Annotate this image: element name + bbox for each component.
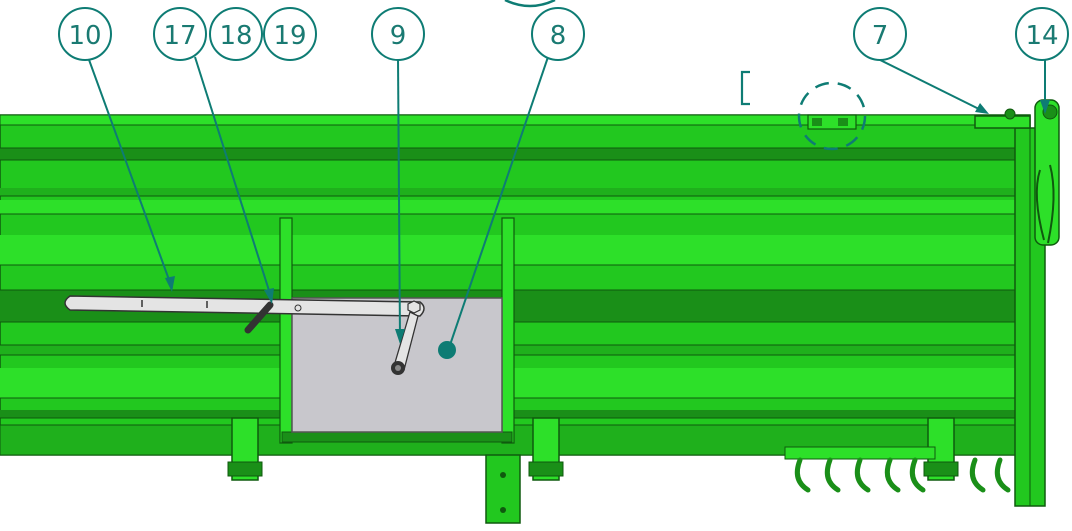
detail-circle: [797, 81, 867, 151]
dark-pin: [244, 301, 274, 334]
callout-17: 17: [153, 7, 207, 61]
arrow-heads: [165, 100, 1050, 344]
callout-8-label: 8: [550, 21, 567, 51]
callout-7-label: 7: [872, 21, 889, 51]
callout-17-label: 17: [163, 21, 196, 51]
leader-lines: [87, 54, 1046, 346]
right-end-post: [1014, 99, 1060, 507]
detail-marker: [740, 70, 750, 106]
callout-18: 18: [209, 7, 263, 61]
callout-10: 10: [58, 7, 112, 61]
part-8-dot: [438, 341, 456, 359]
callout-7: 7: [853, 7, 907, 61]
green-side-panel: [0, 114, 1031, 456]
callout-9-label: 9: [390, 21, 407, 51]
callout-19: 19: [263, 7, 317, 61]
top-bracket: [807, 114, 857, 130]
callout-14-label: 14: [1025, 21, 1058, 51]
link-arm: [391, 311, 419, 375]
top-partial-arc: [504, 0, 556, 8]
callout-9: 9: [371, 7, 425, 61]
callout-18-label: 18: [219, 21, 252, 51]
top-latch-bar: [974, 108, 1031, 129]
callout-8: 8: [531, 7, 585, 61]
callout-19-label: 19: [273, 21, 306, 51]
door-frame: [279, 217, 515, 444]
callout-10-label: 10: [68, 21, 101, 51]
lever-arm: [64, 295, 425, 317]
callout-14: 14: [1015, 7, 1069, 61]
bottom-hooks: [784, 446, 1011, 493]
bottom-bracket: [485, 454, 521, 524]
